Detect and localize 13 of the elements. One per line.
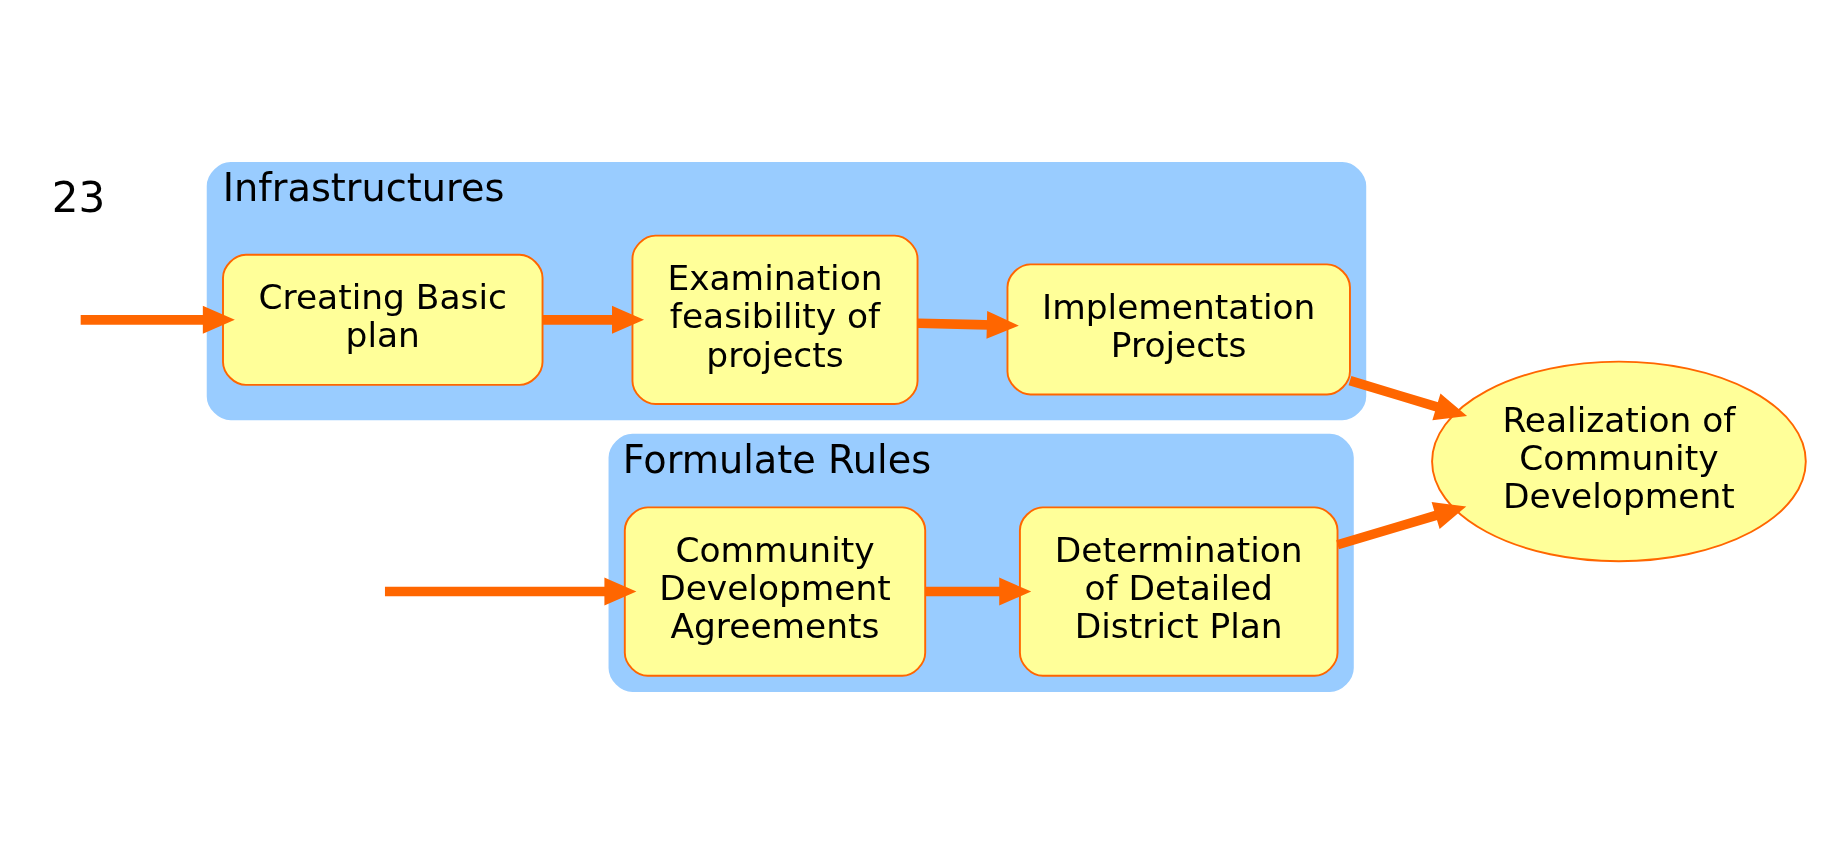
node-box: Community Development Agreements [623,505,927,677]
arrow [80,305,235,334]
label: 23 [51,172,106,222]
arrow [1348,375,1468,420]
arrow [384,577,637,606]
node-box: Implementation Projects [1006,262,1351,395]
arrow [542,305,645,334]
arrow [925,577,1032,606]
node-box: Examination feasibility of projects [631,234,919,405]
node-box: Determination of Detailed District Plan [1018,505,1339,677]
arrow [1336,501,1467,549]
node-box: Creating Basic plan [222,253,544,386]
arrow [917,310,1019,339]
